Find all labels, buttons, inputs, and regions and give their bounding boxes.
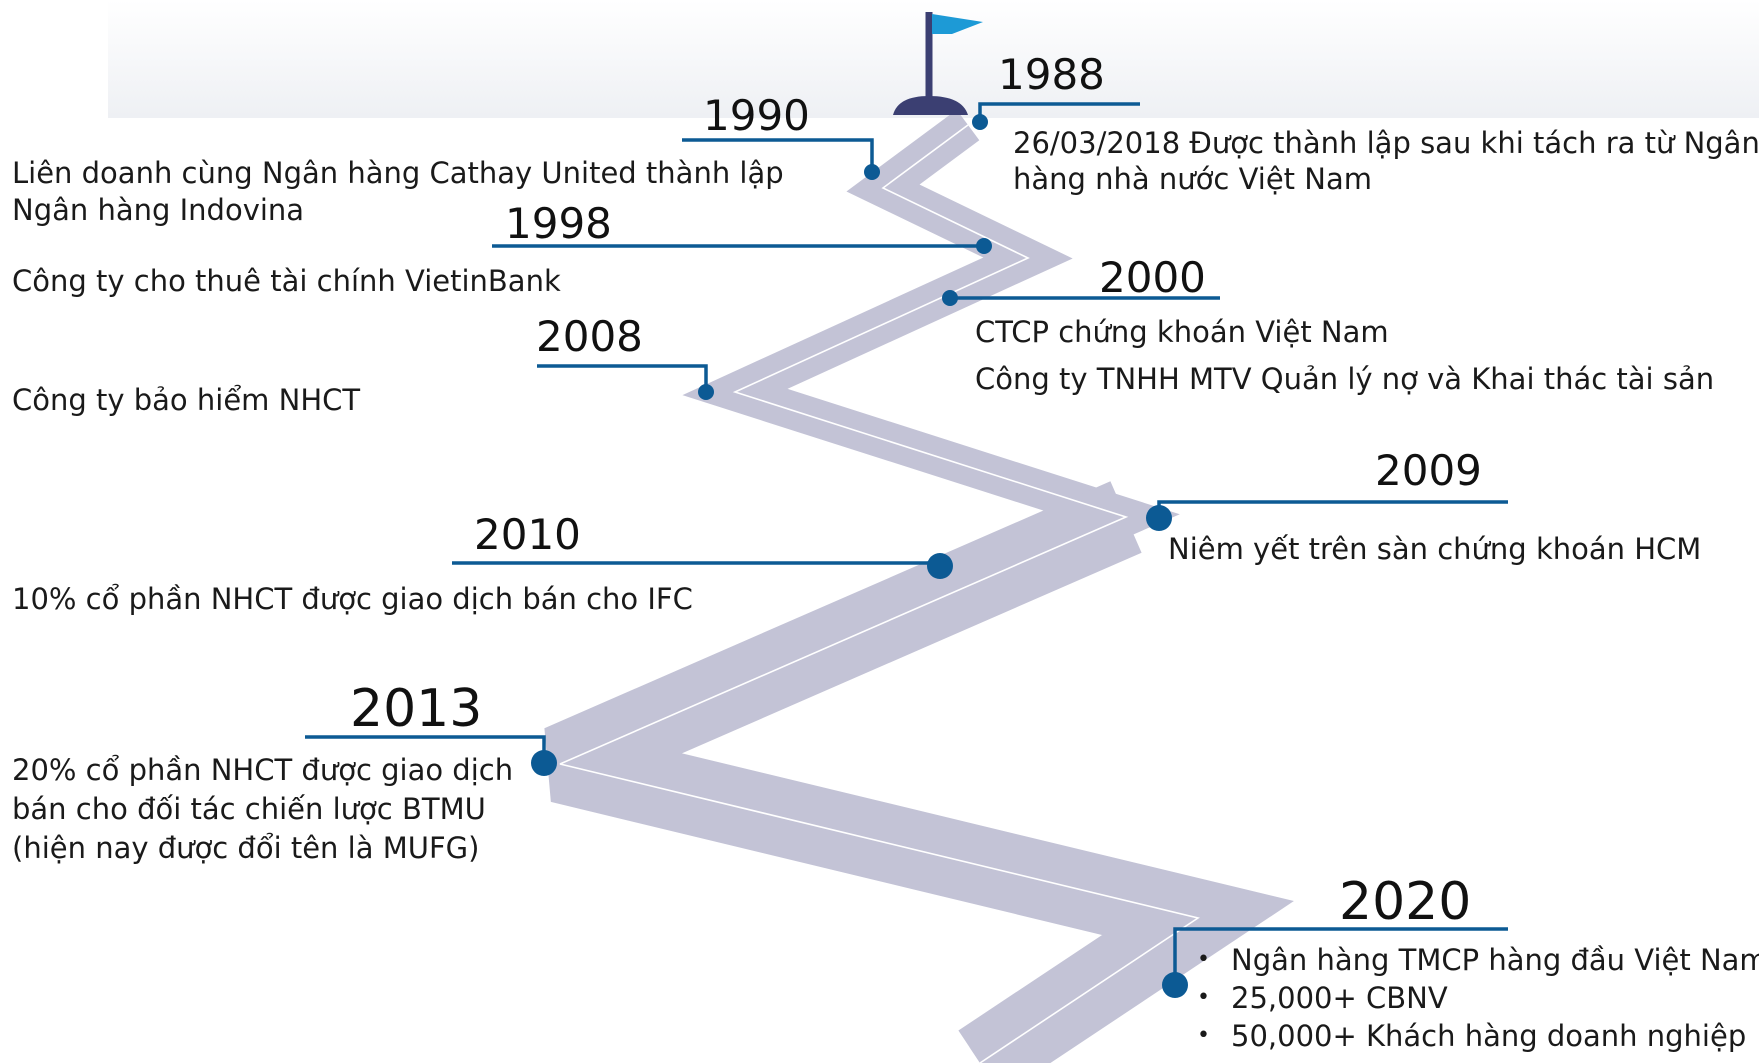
- milestone-2013-line-1: 20% cổ phần NHCT được giao dịch: [12, 753, 514, 787]
- bullet-item: 25,000+ CBNV: [1187, 979, 1759, 1017]
- year-2010: 2010: [474, 510, 581, 559]
- milestone-2010-line-1: 10% cổ phần NHCT được giao dịch bán cho …: [12, 582, 693, 616]
- year-2000: 2000: [1099, 253, 1206, 302]
- year-1990: 1990: [703, 91, 810, 140]
- milestone-1990-line-1: Liên doanh cùng Ngân hàng Cathay United …: [12, 156, 784, 190]
- milestone-2020-bullets: Ngân hàng TMCP hàng đầu Việt Nam 25,000+…: [1187, 941, 1759, 1055]
- milestone-2000-line-2: Công ty TNHH MTV Quản lý nợ và Khai thác…: [975, 362, 1715, 396]
- milestone-1988-line-1: 26/03/2018 Được thành lập sau khi tách r…: [1013, 126, 1759, 160]
- connector-2008: [537, 364, 708, 390]
- year-1998: 1998: [505, 199, 612, 248]
- marker-dot-1998: [976, 238, 992, 254]
- year-1988: 1988: [998, 50, 1105, 99]
- marker-dot-1988: [972, 114, 988, 130]
- marker-dot-1990: [864, 164, 880, 180]
- flag-icon: [932, 14, 983, 34]
- milestone-1998-line-1: Công ty cho thuê tài chính VietinBank: [12, 264, 561, 298]
- marker-dot-2009: [1146, 505, 1172, 531]
- connector-1990: [682, 138, 874, 170]
- bullet-item: 50,000+ Khách hàng doanh nghiệp: [1187, 1017, 1759, 1055]
- marker-dot-2013: [531, 750, 557, 776]
- bullet-item: Ngân hàng TMCP hàng đầu Việt Nam: [1187, 941, 1759, 979]
- milestone-1990-line-2: Ngân hàng Indovina: [12, 193, 305, 227]
- hill-mound: [893, 96, 968, 115]
- marker-dot-2010: [927, 553, 953, 579]
- year-2009: 2009: [1375, 446, 1482, 495]
- year-2020: 2020: [1339, 872, 1472, 932]
- road-center-line: [559, 124, 1200, 1063]
- marker-dot-2020: [1162, 972, 1188, 998]
- connector-2009: [1157, 500, 1508, 517]
- year-2008: 2008: [536, 312, 643, 361]
- milestone-1988-line-2: hàng nhà nước Việt Nam: [1013, 162, 1372, 196]
- milestone-2008-line-1: Công ty bảo hiểm NHCT: [12, 383, 361, 417]
- milestone-2013-line-3: (hiện nay được đổi tên là MUFG): [12, 831, 480, 865]
- marker-dot-2000: [942, 290, 958, 306]
- marker-dot-2008: [698, 384, 714, 400]
- milestone-2000-line-1: CTCP chứng khoán Việt Nam: [975, 315, 1389, 349]
- connector-2020: [1173, 927, 1508, 983]
- year-2013: 2013: [350, 679, 483, 739]
- milestone-2009-line-1: Niêm yết trên sàn chứng khoán HCM: [1168, 532, 1702, 566]
- milestone-2013-line-2: bán cho đối tác chiến lược BTMU: [12, 792, 486, 826]
